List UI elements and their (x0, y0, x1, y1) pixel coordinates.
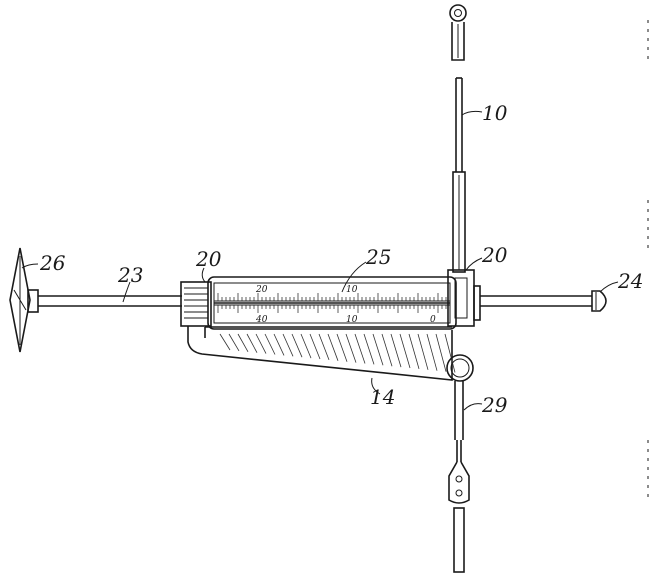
hatch-stroke (219, 333, 231, 351)
hatch-stroke (273, 333, 285, 356)
hatch-stroke (381, 333, 393, 367)
scale-mark-upper-20: 20 (255, 285, 268, 295)
hatch-stroke (264, 333, 276, 355)
scale-mark-lower-10: 10 (346, 315, 358, 325)
hatch-stroke (345, 333, 357, 363)
label-14: 14 (370, 385, 395, 409)
label-10: 10 (482, 101, 508, 125)
label-25: 25 (365, 245, 391, 269)
hatch-stroke (354, 333, 366, 364)
hatch-stroke (228, 333, 240, 352)
leader-lines (21, 110, 619, 411)
hatch-stroke (255, 333, 267, 354)
hatch-stroke (363, 333, 375, 365)
hatch-stroke (300, 333, 312, 359)
label-20-left: 20 (195, 247, 222, 271)
lower-scale-ticks (217, 305, 451, 313)
hatch-stroke (408, 333, 420, 370)
pivot-knob (446, 354, 474, 382)
hatch-stroke (327, 333, 339, 361)
scale-mark-upper-10: 10 (346, 285, 358, 295)
hatch-stroke (309, 333, 321, 360)
shaft-23 (38, 295, 182, 307)
hatch-stroke (291, 333, 303, 358)
hatch-stroke (399, 333, 411, 369)
lower-rod-29 (448, 381, 470, 573)
scale-housing-25: 20 10 40 10 0 (207, 276, 457, 330)
vertical-rod-10 (452, 77, 466, 273)
hatch-stroke (372, 333, 384, 366)
scale-mark-lower-40: 40 (255, 315, 268, 325)
hatch-stroke (426, 333, 438, 371)
label-24: 24 (617, 269, 643, 293)
label-29: 29 (481, 393, 508, 417)
hatch-stroke (282, 333, 294, 357)
upper-scale-ticks (217, 293, 451, 301)
left-clamp-20 (180, 281, 212, 327)
hatch-stroke (444, 333, 456, 373)
label-23: 23 (117, 263, 143, 287)
hatch-stroke (435, 333, 447, 372)
shaft-24 (480, 290, 607, 312)
hatch-stroke (417, 333, 429, 370)
hatch-stroke (390, 333, 402, 368)
right-clamp-20 (447, 269, 481, 327)
hatch-stroke (318, 333, 330, 361)
label-20-right: 20 (481, 243, 508, 267)
hatch-stroke (246, 333, 258, 353)
hatch-stroke (336, 333, 348, 362)
hatch-stroke (237, 333, 249, 352)
wedge-hatching (219, 333, 456, 373)
label-26: 26 (39, 251, 66, 275)
top-eyelet (449, 4, 467, 61)
wedge-body-14 (187, 326, 456, 381)
scale-mark-lower-0: 0 (430, 315, 436, 325)
disk-26 (9, 247, 39, 353)
